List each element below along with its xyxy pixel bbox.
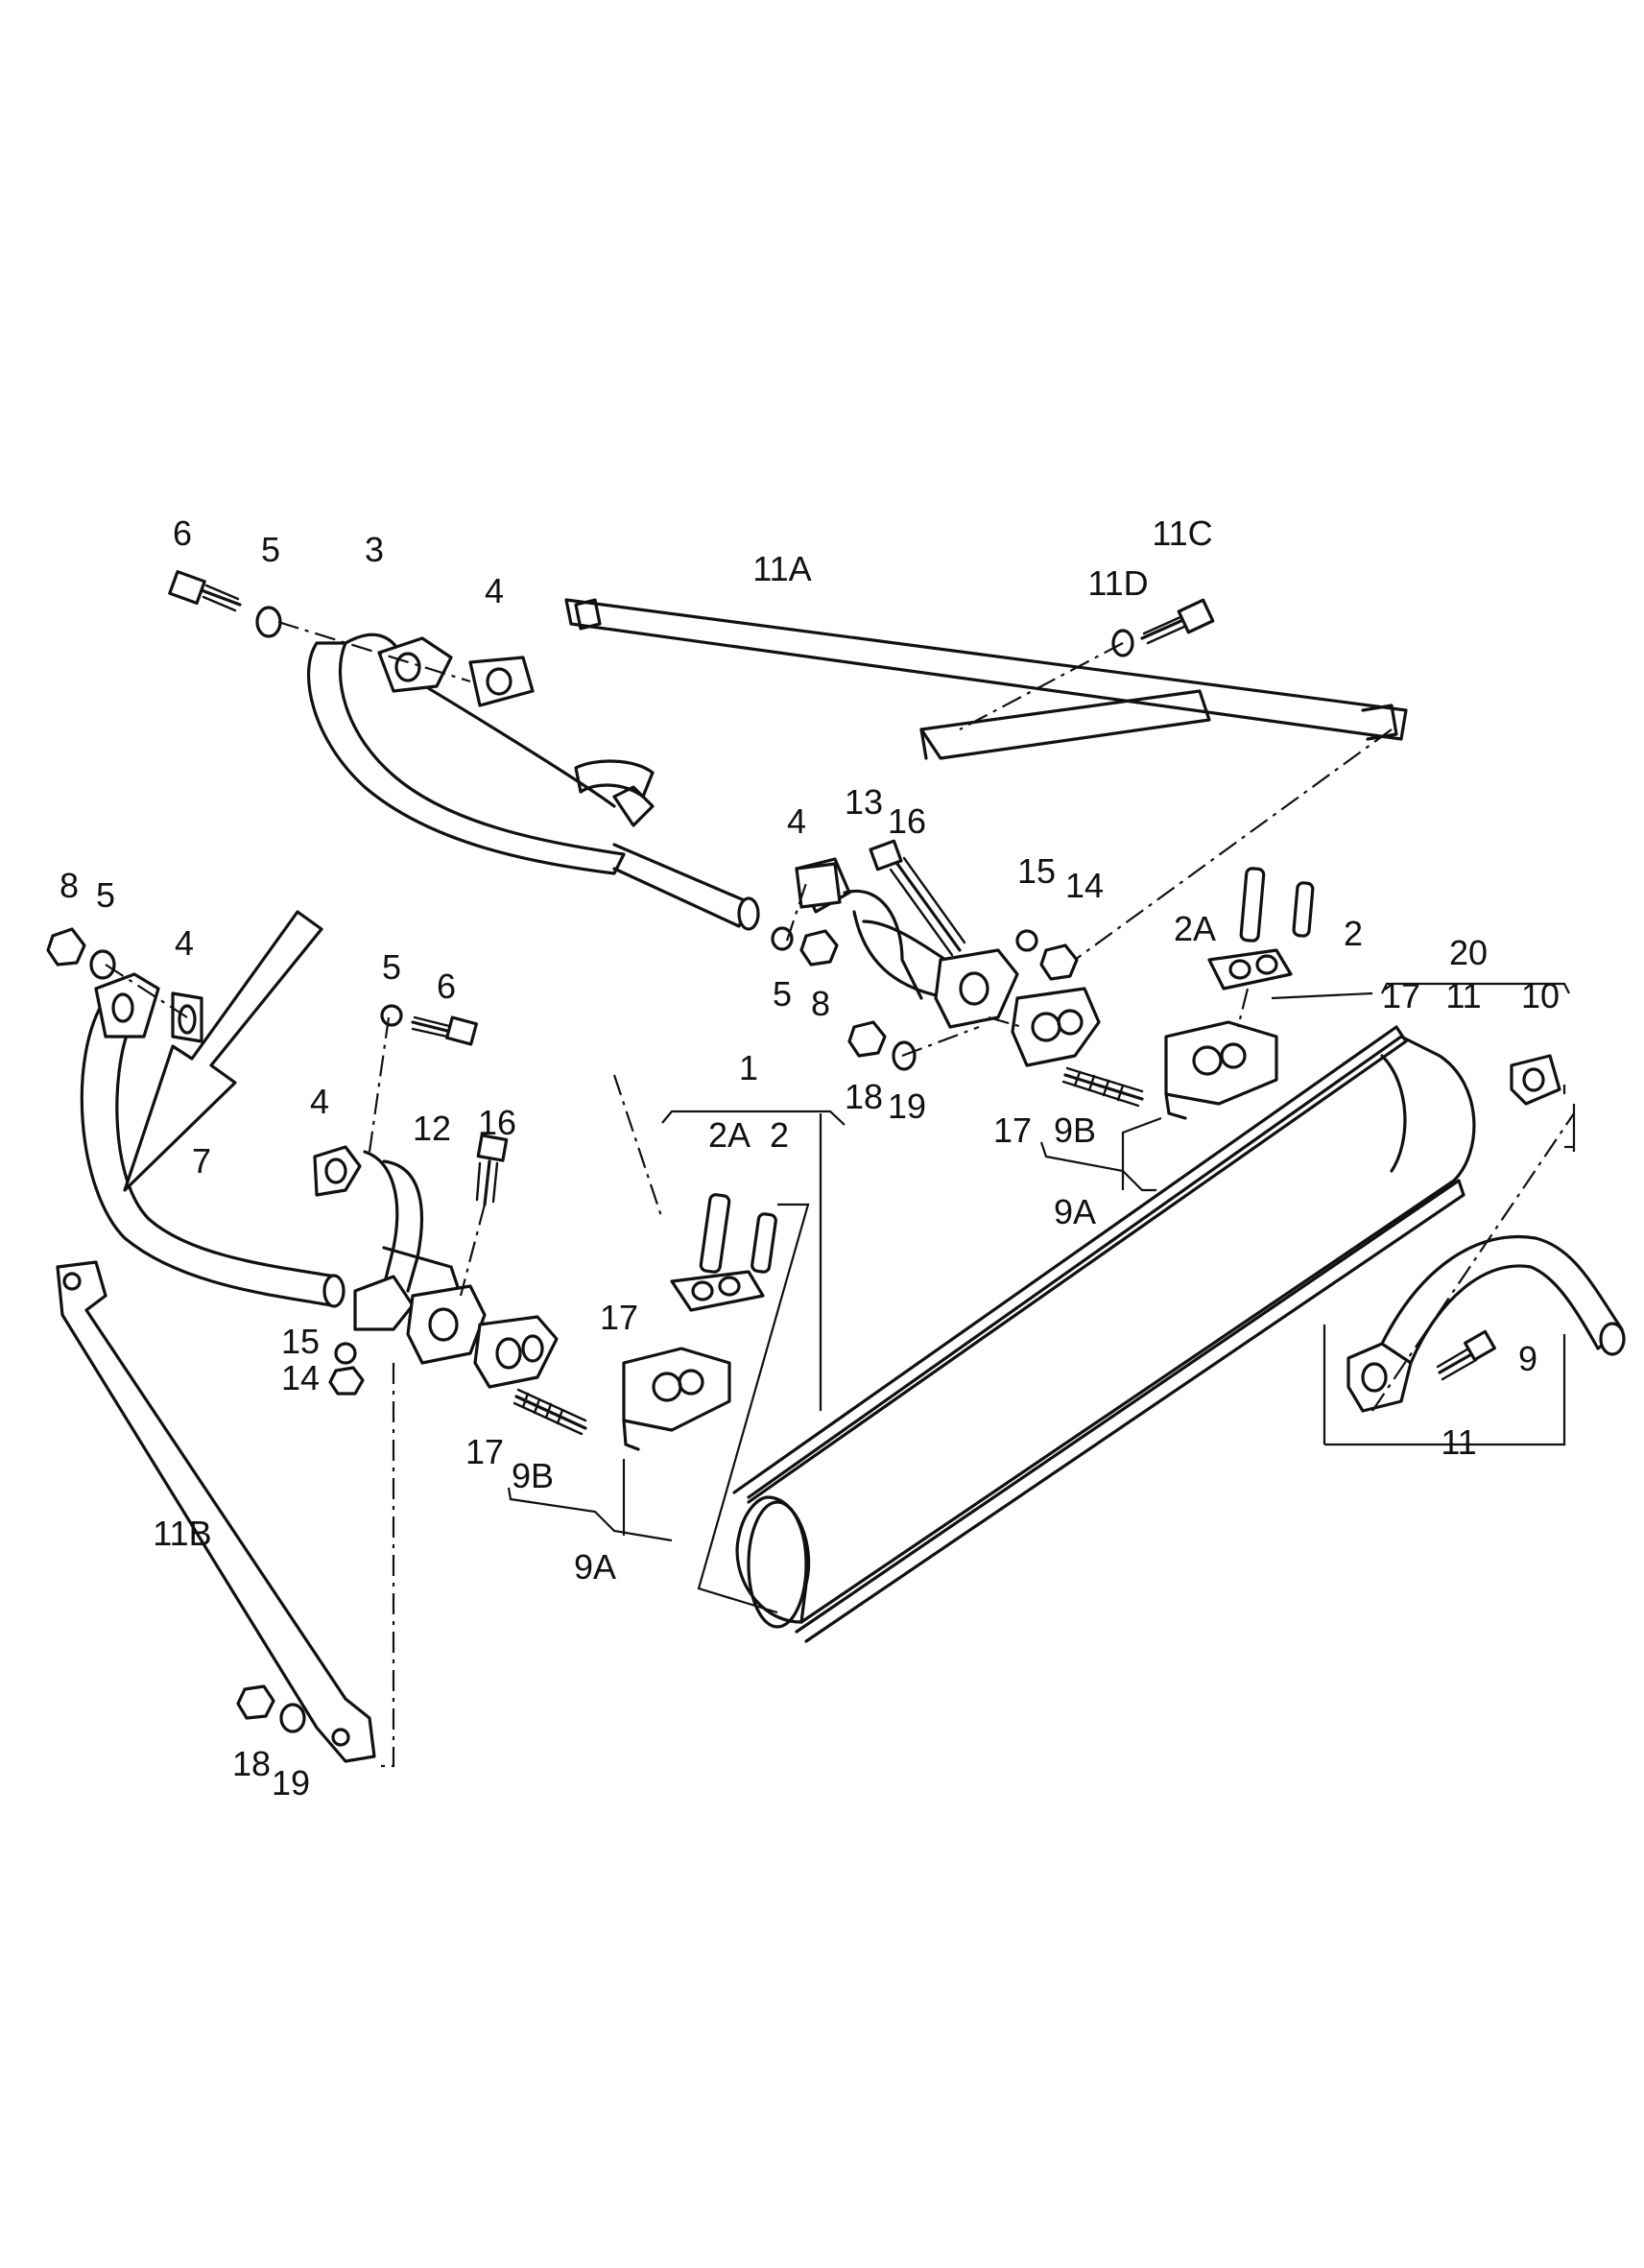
callout-17-right: 17 — [1382, 976, 1420, 1015]
arrow-indicator — [123, 910, 323, 1192]
callout-4-left: 4 — [175, 923, 194, 963]
callout-17-left: 17 — [465, 1432, 504, 1471]
washer-5-left — [89, 949, 116, 980]
flange-9A-left — [622, 1347, 731, 1451]
callout-labels: 6 5 3 4 11A 11C 11D 8 5 4 5 6 4 12 16 7 … — [60, 513, 1560, 1802]
gasket-4-top — [468, 656, 535, 707]
nut-18-bottom — [236, 1684, 275, 1720]
callout-16-ctr: 16 — [888, 801, 926, 841]
bolt-11-right — [1436, 1329, 1496, 1381]
nut-18-ctr — [847, 1020, 887, 1058]
bolt-16-left — [475, 1134, 509, 1206]
gasket-17-ctr — [670, 1270, 765, 1312]
nut-14-left — [328, 1366, 365, 1396]
callout-14-ctr: 14 — [1065, 866, 1104, 905]
callout-15-left: 15 — [281, 1322, 320, 1361]
studs-2A-2-right — [1239, 867, 1315, 943]
bracket-20 — [1322, 982, 1576, 1446]
exhaust-pipe-upper — [306, 633, 760, 931]
callout-5-mid: 5 — [382, 947, 401, 987]
callout-4-ctr: 4 — [787, 801, 806, 841]
callout-5-ctr: 5 — [773, 974, 792, 1014]
callout-7: 7 — [192, 1141, 211, 1181]
washer-15-ctr — [1015, 929, 1038, 952]
callout-9A-left: 9A — [574, 1547, 616, 1587]
callout-2A-right: 2A — [1174, 909, 1216, 948]
flange-9A-right — [1164, 1020, 1278, 1120]
callout-9: 9 — [1518, 1339, 1537, 1378]
washer-5-mid — [380, 1004, 403, 1027]
bolt-11C — [1140, 598, 1215, 645]
callout-15-ctr: 15 — [1017, 851, 1056, 891]
bracket-1 — [661, 1110, 846, 1614]
callout-18-bottom: 18 — [232, 1744, 271, 1783]
callout-9B-mid: 9B — [1054, 1110, 1096, 1150]
callout-17-ctr: 17 — [600, 1298, 638, 1337]
stud-9B-left — [512, 1388, 587, 1436]
callout-11-right: 11 — [1441, 1422, 1476, 1462]
callout-19-ctr: 19 — [888, 1086, 926, 1126]
bracket-9A-left — [507, 1459, 673, 1542]
stud-9B-mid — [1061, 1066, 1144, 1108]
callout-2-ctr: 2 — [770, 1115, 789, 1155]
callout-19-bottom: 19 — [272, 1763, 310, 1802]
callout-4-mid: 4 — [310, 1082, 329, 1121]
gasket-4-ctr — [795, 862, 842, 909]
callout-12: 12 — [413, 1109, 451, 1148]
muffler-1 — [732, 1025, 1476, 1643]
studs-2A-2-ctr — [699, 1193, 777, 1274]
callout-5-top: 5 — [261, 530, 280, 569]
callout-17-mid: 17 — [993, 1110, 1032, 1150]
callout-2A-ctr: 2A — [708, 1115, 751, 1155]
callout-8-ctr: 8 — [811, 984, 830, 1023]
cross-member-11B — [56, 1260, 376, 1763]
cross-member-11A — [564, 598, 1408, 760]
washer-19-bottom — [279, 1703, 306, 1733]
leader-17-right — [1271, 991, 1373, 1000]
washer-15-left — [334, 1342, 357, 1365]
bolt-6-top — [168, 569, 242, 612]
callout-11-bracket: 11 — [1445, 976, 1481, 1015]
callout-9A-mid: 9A — [1054, 1192, 1096, 1231]
gasket-17-mid — [1011, 987, 1101, 1067]
callout-18-ctr: 18 — [845, 1077, 883, 1116]
exhaust-pipe-7 — [80, 972, 345, 1308]
nut-14-ctr — [1039, 943, 1079, 981]
bracket-9A-mid — [1039, 1116, 1162, 1192]
washer-5-top — [255, 606, 282, 638]
callout-3: 3 — [365, 530, 384, 569]
callout-14-left: 14 — [281, 1358, 320, 1397]
callout-6-top: 6 — [173, 513, 192, 553]
callout-11B: 11B — [153, 1514, 211, 1553]
bolt-16-ctr — [869, 839, 966, 957]
callout-20: 20 — [1449, 933, 1488, 972]
nut-8-left — [46, 927, 86, 967]
callout-11A: 11A — [752, 549, 811, 588]
callout-8-left: 8 — [60, 866, 79, 905]
callout-13: 13 — [845, 782, 883, 822]
callout-10: 10 — [1521, 976, 1560, 1015]
assembly-lines — [105, 620, 1575, 1768]
callout-2-right: 2 — [1344, 914, 1363, 953]
nut-8-ctr — [799, 929, 839, 967]
callout-9B-left: 9B — [512, 1456, 554, 1495]
gasket-17-left — [473, 1315, 559, 1389]
callout-4-top: 4 — [485, 571, 504, 610]
callout-11D: 11D — [1087, 563, 1148, 603]
washer-5-ctr — [771, 926, 794, 951]
callout-5-left: 5 — [96, 875, 115, 915]
pipe-12 — [313, 1145, 487, 1365]
callout-1: 1 — [739, 1048, 758, 1087]
tail-pipe-9 — [1346, 1235, 1626, 1413]
callout-16-left: 16 — [478, 1103, 516, 1142]
callout-11C: 11C — [1152, 513, 1212, 553]
gasket-10 — [1510, 1054, 1561, 1106]
callout-6-mid: 6 — [437, 967, 456, 1006]
bolt-6-mid — [411, 1015, 479, 1046]
